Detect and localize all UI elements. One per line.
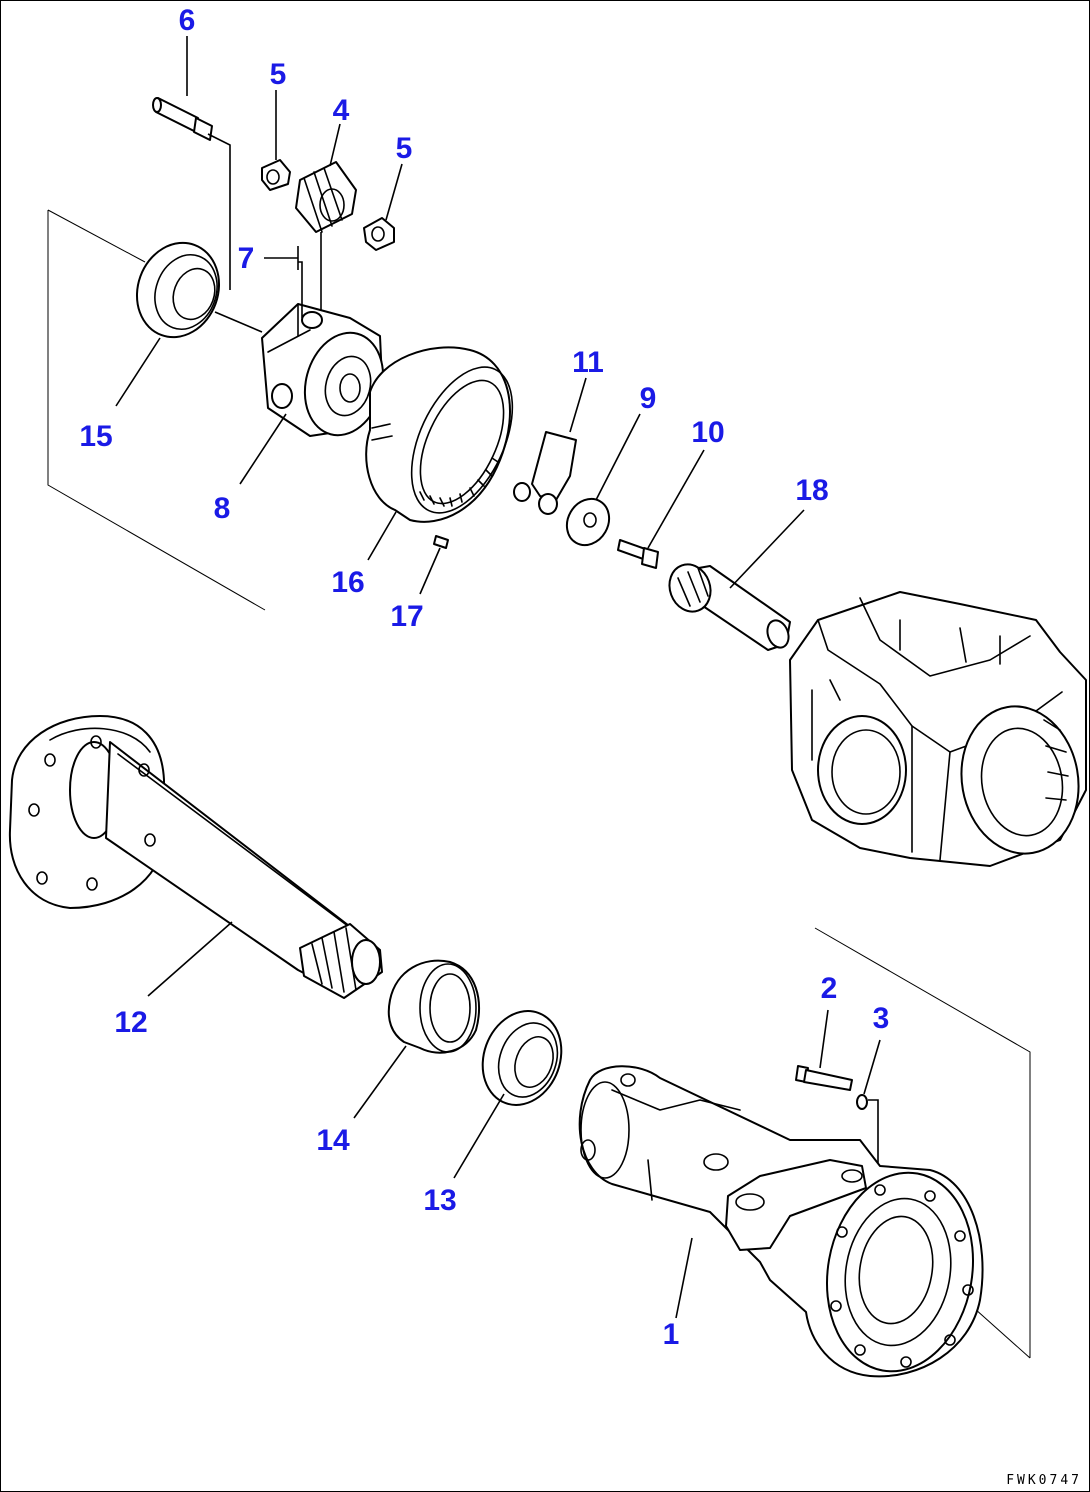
part-4-pinion-gear	[295, 161, 357, 310]
part-5-washer-upper	[261, 159, 291, 191]
drawing-reference-code: FWK0747	[1006, 1473, 1082, 1488]
part-10-bolt	[617, 539, 659, 569]
part-3-washer	[856, 1094, 879, 1170]
callout-15: 15	[79, 420, 112, 453]
carrier-housing	[789, 591, 1087, 867]
callout-17: 17	[390, 600, 423, 633]
callout-16: 16	[331, 566, 364, 599]
subassembly-bracket-upper	[47, 209, 266, 611]
callout-10: 10	[691, 416, 724, 449]
part-16-ring-gear	[365, 346, 514, 523]
part-11-lock-plate	[513, 431, 577, 515]
callout-12: 12	[114, 1006, 147, 1039]
callout-7: 7	[238, 242, 255, 275]
callout-11: 11	[572, 346, 604, 379]
part-12-axle-shaft	[8, 715, 383, 999]
part-2-bolt	[795, 1065, 853, 1091]
callout-leader-lines	[115, 36, 881, 1319]
part-5-washer-lower	[363, 217, 395, 251]
part-14-oil-seal	[387, 959, 480, 1054]
part-6-pinion-shaft	[152, 97, 231, 290]
callout-3: 3	[873, 1002, 890, 1035]
callout-1: 1	[663, 1318, 680, 1351]
callout-8: 8	[214, 492, 231, 525]
part-17-lock-pin	[433, 535, 449, 549]
callout-13: 13	[423, 1184, 456, 1217]
callout-5-upper: 5	[270, 58, 287, 91]
callout-4: 4	[333, 94, 350, 127]
callout-18: 18	[795, 474, 828, 507]
part-13-bearing	[481, 1010, 563, 1106]
part-8-differential-case	[261, 303, 385, 437]
callout-2: 2	[821, 972, 838, 1005]
part-18-side-gear	[668, 563, 791, 651]
callout-5-lower: 5	[396, 132, 413, 165]
callout-9: 9	[640, 382, 657, 415]
part-15-bearing	[135, 241, 263, 339]
part-1-axle-housing	[578, 1065, 984, 1378]
callout-labels: 6 5 4 5 7 15 8 11 9 10 18 16 17 12 14 13…	[79, 4, 889, 1351]
callout-6: 6	[179, 4, 196, 37]
part-9-washer	[565, 497, 611, 547]
part-7-leader-bracket	[264, 246, 303, 318]
callout-14: 14	[316, 1124, 350, 1157]
